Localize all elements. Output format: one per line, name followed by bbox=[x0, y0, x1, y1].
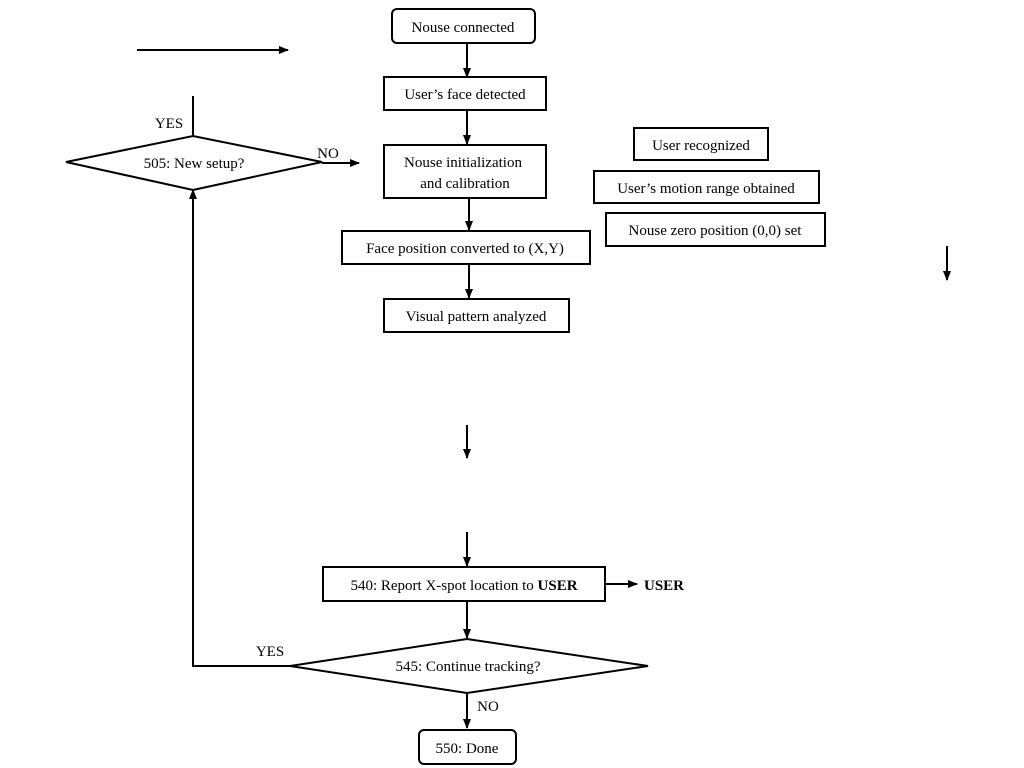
node-visual-pattern: Visual pattern analyzed bbox=[383, 298, 570, 333]
node-start: Nouse connected bbox=[391, 8, 536, 44]
node-motion-range-label: User’s motion range obtained bbox=[617, 181, 795, 197]
node-user-recognized: User recognized bbox=[633, 127, 769, 161]
continue-yes-label: YES bbox=[256, 644, 284, 660]
node-face-detected-label: User’s face detected bbox=[404, 87, 526, 103]
continue-yes-loop bbox=[189, 189, 290, 667]
node-init-line1: Nouse initialization bbox=[404, 155, 522, 171]
node-visual-pattern-label: Visual pattern analyzed bbox=[406, 309, 547, 325]
node-initialization: Nouse initialization and calibration bbox=[383, 144, 547, 199]
report-target-label: USER bbox=[644, 578, 684, 594]
node-report: 540: Report X-spot location to USER bbox=[322, 566, 606, 602]
node-report-label: 540: Report X-spot location to USER bbox=[350, 578, 577, 594]
node-motion-range: User’s motion range obtained bbox=[593, 170, 820, 204]
connectors bbox=[137, 43, 951, 729]
node-new-setup-label: 505: New setup? bbox=[144, 156, 245, 172]
node-zero-position-label: Nouse zero position (0,0) set bbox=[629, 223, 803, 239]
node-face-position-label: Face position converted to (X,Y) bbox=[366, 241, 564, 257]
node-continue-decision: 545: Continue tracking? YES NO bbox=[256, 637, 649, 715]
node-init-line2: and calibration bbox=[420, 176, 510, 192]
node-new-setup-decision: 505: New setup? YES NO bbox=[65, 116, 339, 192]
node-continue-label: 545: Continue tracking? bbox=[396, 659, 541, 675]
node-report-user: USER bbox=[538, 578, 578, 594]
new-setup-no-label: NO bbox=[317, 146, 339, 162]
continue-no-label: NO bbox=[477, 699, 499, 715]
node-start-label: Nouse connected bbox=[412, 20, 515, 36]
new-setup-yes-label: YES bbox=[155, 116, 183, 132]
node-report-prefix: 540: Report X-spot location to bbox=[350, 578, 537, 594]
node-done-label: 550: Done bbox=[436, 741, 499, 757]
node-zero-position: Nouse zero position (0,0) set bbox=[605, 212, 826, 247]
node-user-recognized-label: User recognized bbox=[652, 138, 750, 154]
node-done: 550: Done bbox=[418, 729, 517, 765]
node-face-position: Face position converted to (X,Y) bbox=[341, 230, 591, 265]
node-face-detected: User’s face detected bbox=[383, 76, 547, 111]
